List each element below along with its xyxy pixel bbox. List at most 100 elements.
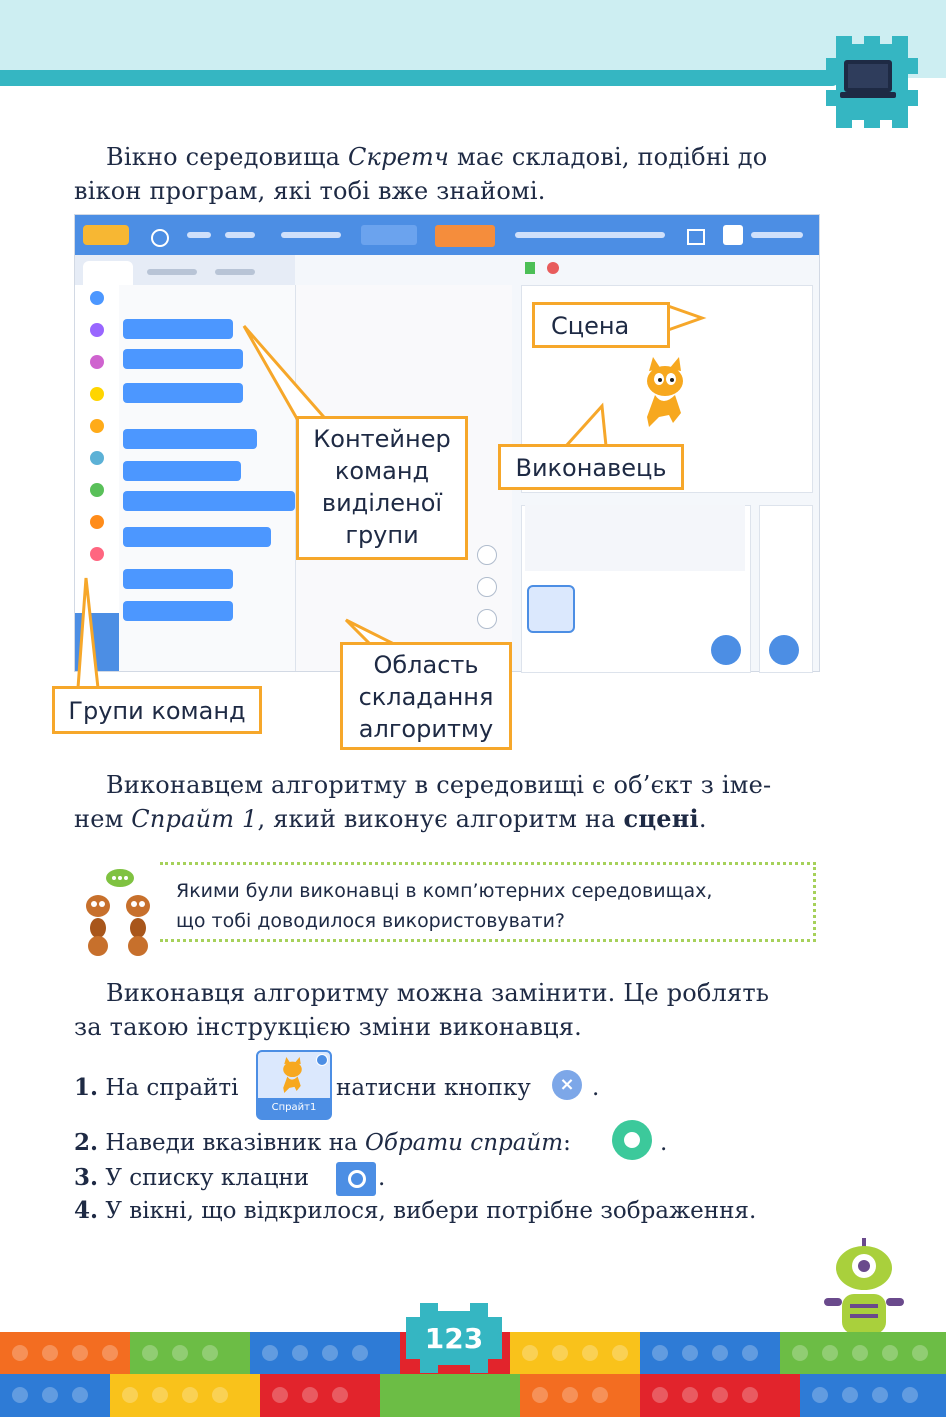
delete-badge-icon [316,1054,328,1066]
category-motion [90,291,104,305]
category-variables [90,515,104,529]
p2-text-b: , який виконує алгоритм на [257,805,624,833]
step-2-end: . [660,1130,668,1156]
callout-area-line-3: алгоритму [358,715,494,743]
callout-executor: Виконавець [498,444,684,490]
intro-text-end: має складові, подібні до [449,143,768,171]
menu-file [187,232,211,238]
step-4-num: 4. [74,1197,99,1224]
category-looks [90,323,104,337]
tab-code [83,261,133,285]
paragraph3-line-1: Виконавця алгоритму можна замінити. Це р… [106,979,770,1007]
step-3-text: 3. У списку клацни [74,1163,336,1193]
robot-icon [824,1238,904,1334]
category-control [90,419,104,433]
choose-sprite-icon-inner [624,1132,640,1148]
header-band [0,0,946,78]
sprite-info [525,505,745,571]
zoom-in-icon [477,545,497,565]
search-icon-lens [348,1170,366,1188]
search-icon [336,1162,376,1196]
green-flag-icon [525,262,535,274]
menu-tutorials [281,232,341,238]
block-turn-left [123,383,243,403]
callout-command-groups: Групи команд [52,686,262,734]
block-go-to-xy [123,461,241,481]
intro-italic: Скретч [347,143,450,171]
paragraph2-line-2: нем Спрайт 1, який виконує алгоритм на с… [74,802,818,836]
intro-line-2: вікон програм, які тобі вже знайомі. [74,177,546,205]
category-sound [90,355,104,369]
paragraph2-line-1: Виконавцем алгоритму в середовищі є об’є… [106,771,772,799]
page-number: 123 [424,1322,484,1355]
tab-sounds [215,269,255,275]
block-turn-right [123,349,243,369]
project-title-input [361,225,417,245]
step-3-end: . [378,1165,386,1191]
page-number-badge [406,1303,502,1373]
step-1-middle: натисни кнопку [336,1075,531,1101]
callout-algorithm-area: Область складання алгоритму [340,642,512,750]
cat-sprite-icon [647,357,683,427]
step-1-start: 1. На спрайті [74,1073,274,1103]
step-2-text-a: Наведи вказівник на [105,1130,366,1156]
category-sensing [90,451,104,465]
sprite-thumbnail[interactable] [527,585,575,633]
block-point-direction [123,569,233,589]
step-3-text-a: У списку клацни [105,1165,310,1191]
intro-line-1: Вікно середовища Скретч має складові, по… [106,140,818,174]
tip-box [160,862,816,942]
callout-executor-text: Виконавець [515,454,667,482]
menu-edit [225,232,255,238]
callout-stage-text: Сцена [551,312,630,340]
step-4-text-a: У вікні, що відкрилося, вибери потрібне … [105,1198,757,1224]
delete-button-icon: × [552,1070,582,1100]
zoom-out-icon [477,577,497,597]
block-glide [123,491,295,511]
ants-icon [86,869,150,956]
step-1-end: . [592,1075,600,1101]
callout-container-line-4: групи [345,521,419,549]
tip-line-1: Якими були виконавці в комп’ютерних сере… [176,880,713,902]
block-move [123,319,233,339]
p2-text-a: нем [74,805,132,833]
choose-backdrop-button[interactable] [769,635,799,665]
tip-line-2: що тобі доводилося використовувати? [176,910,566,932]
callout-container-line-3: виділеної [321,489,443,517]
callout-area-line-1: Область [373,651,479,679]
step-2-text-b: : [563,1130,571,1156]
callout-groups-text: Групи команд [68,697,246,725]
username [751,232,803,238]
globe-icon [151,229,169,247]
sprite-thumbnail-example: Спрайт1 [256,1050,332,1120]
tab-costumes [147,269,197,275]
category-my-blocks [90,547,104,561]
step-3-num: 3. [74,1164,99,1191]
step-4-text: 4. У вікні, що відкрилося, вибери потріб… [74,1196,818,1226]
computer-icon [826,36,918,128]
callout-container: Контейнер команд виділеної групи [296,416,468,560]
sprite-label: Спрайт1 [258,1098,330,1118]
step-2-text: 2. Наведи вказівник на Обрати спрайт: [74,1128,614,1158]
callout-stage: Сцена [532,302,670,348]
stop-icon [547,262,559,274]
share-button [435,225,495,247]
callout-area-line-2: складання [358,683,494,711]
scratch-logo [83,225,129,245]
step-1-text-a: На спрайті [105,1075,239,1101]
category-operators [90,483,104,497]
header-accent-line [0,70,840,86]
step-2-num: 2. [74,1129,99,1156]
step-1-num: 1. [74,1074,99,1101]
choose-sprite-button[interactable] [711,635,741,665]
p2-italic: Спрайт 1 [131,805,258,833]
p2-text-c: . [698,805,707,833]
cat-sprite-small-icon [283,1056,302,1094]
intro-text: Вікно середовища [106,143,348,171]
block-go-to [123,429,257,449]
choose-sprite-icon [612,1120,652,1160]
see-project-page [515,232,665,238]
callout-container-line-1: Контейнер [313,425,451,453]
avatar [723,225,743,245]
block-point-towards [123,601,233,621]
